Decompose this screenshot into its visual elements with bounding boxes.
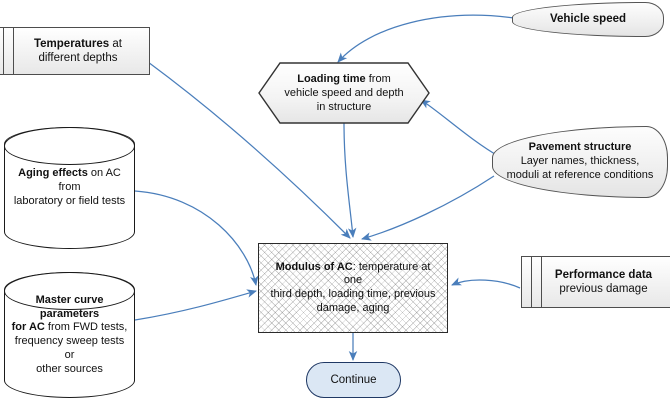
node-aging-effects-line2: laboratory or field tests: [13, 194, 126, 207]
edge-pavement-structure-to-loading-time: [420, 99, 501, 158]
node-continue[interactable]: Continue: [306, 362, 401, 398]
edge-vehicle-speed-to-loading-time: [337, 14, 515, 63]
node-pavement-structure-line2: Layer names, thickness,: [520, 155, 640, 168]
node-vehicle-speed-label: Vehicle speed: [549, 13, 627, 26]
edge-pavement-structure-to-modulus-of-ac: [361, 175, 495, 241]
predefined-process-bar: [531, 257, 532, 307]
node-loading-time-line2: vehicle speed and depth: [284, 86, 404, 99]
predefined-process-bar: [541, 257, 542, 307]
node-performance-data-title: Performance data: [554, 268, 653, 281]
node-modulus-of-ac-line3: damage, aging: [316, 301, 390, 314]
node-master-curve-line2-bold: for AC: [11, 321, 45, 334]
node-loading-time-title: Loading time: [297, 72, 366, 85]
node-modulus-of-ac-title-rest: : temperature at one: [343, 260, 431, 287]
node-master-curve-title: Master curve parameters: [35, 293, 104, 320]
edge-master-curve-to-modulus-of-ac: [134, 289, 257, 321]
node-pavement-structure-title: Pavement structure: [528, 141, 632, 154]
node-loading-time-title-rest: from: [365, 72, 391, 85]
node-performance-data-line2: previous damage: [559, 283, 648, 295]
node-performance-data[interactable]: Performance data previous damage: [521, 256, 670, 308]
node-temperatures[interactable]: Temperatures at different depths: [0, 27, 150, 75]
node-aging-effects-title-rest: on AC from: [58, 167, 121, 194]
node-modulus-of-ac[interactable]: Modulus of AC: temperature at one third …: [258, 243, 448, 333]
edge-temperatures-to-modulus-of-ac: [147, 61, 351, 239]
node-master-curve-line4: other sources: [36, 362, 103, 375]
node-loading-time[interactable]: Loading time from vehicle speed and dept…: [258, 62, 430, 124]
node-pavement-structure-line3: moduli at reference conditions: [506, 168, 654, 181]
node-modulus-of-ac-line2: third depth, loading time, previous: [270, 288, 436, 300]
predefined-process-bar: [3, 28, 4, 74]
node-loading-time-line3: in structure: [316, 101, 372, 114]
node-continue-label: Continue: [330, 373, 377, 386]
node-aging-effects[interactable]: Aging effects on AC from laboratory or f…: [3, 126, 136, 249]
edge-performance-data-to-modulus-of-ac: [451, 277, 521, 289]
node-master-curve-line3: frequency sweep tests or: [14, 335, 125, 361]
node-master-curve-line2-rest: from FWD tests,: [44, 321, 128, 334]
hexagon-outline: [258, 62, 430, 124]
node-temperatures-title-rest: at: [109, 37, 122, 50]
cylinder-top-ellipse: [3, 126, 136, 165]
edge-loading-time-to-modulus-of-ac: [343, 122, 357, 238]
node-modulus-of-ac-title: Modulus of AC: [275, 260, 353, 273]
node-temperatures-line2: different depths: [38, 52, 118, 64]
cylinder-top-ellipse: [3, 271, 136, 310]
node-temperatures-title: Temperatures: [33, 37, 110, 50]
node-pavement-structure[interactable]: Pavement structure Layer names, thicknes…: [492, 126, 668, 198]
node-master-curve[interactable]: Master curve parameters for AC from FWD …: [3, 271, 136, 398]
node-aging-effects-title: Aging effects: [18, 167, 88, 180]
edge-aging-effects-to-modulus-of-ac: [134, 190, 259, 286]
predefined-process-bar: [13, 28, 14, 74]
